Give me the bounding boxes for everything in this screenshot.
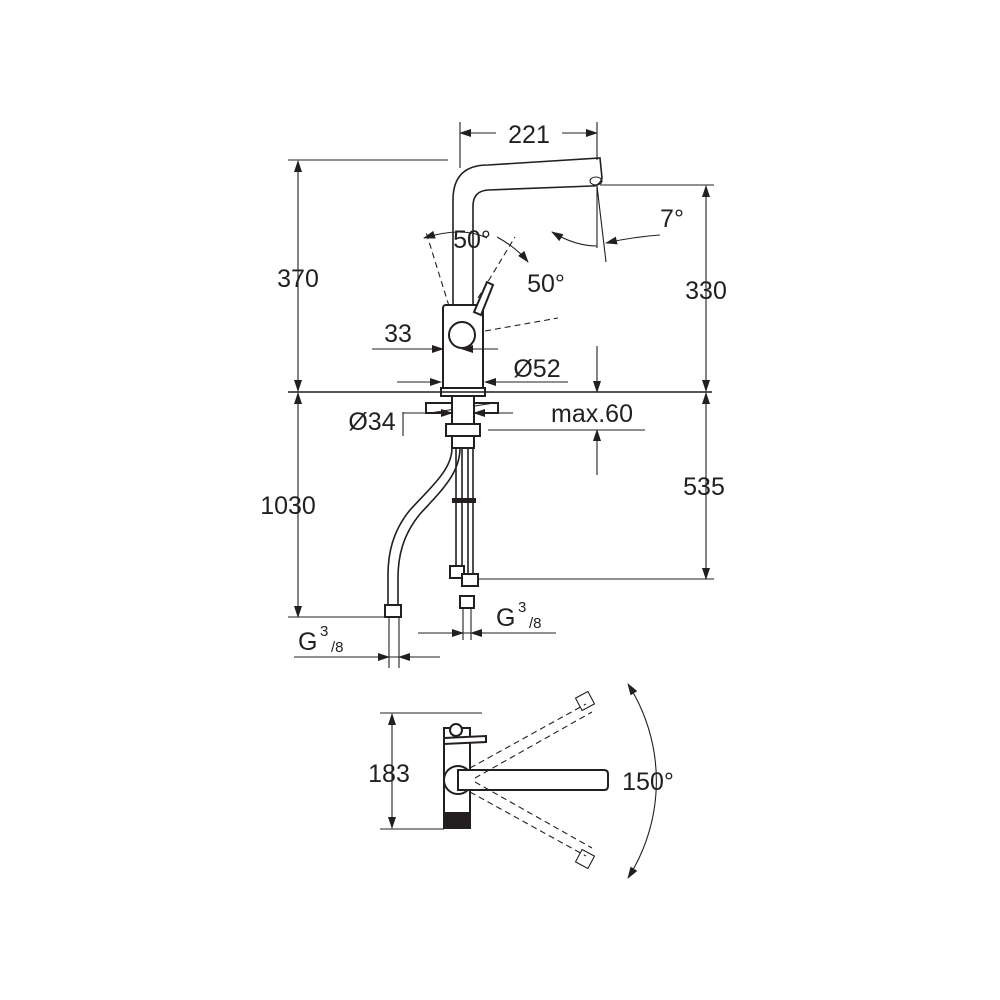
spray-line-angled xyxy=(596,185,607,263)
label-connection-right: G 3 /8 xyxy=(496,599,542,632)
lever-handle xyxy=(472,280,495,317)
svg-text:/8: /8 xyxy=(331,639,344,656)
shank-nut xyxy=(445,423,481,437)
spout-outlet xyxy=(589,176,603,186)
label-hose-length: 1030 xyxy=(260,492,316,520)
pipe-clamp xyxy=(452,498,476,503)
svg-text:3: 3 xyxy=(518,599,526,616)
svg-text:3: 3 xyxy=(320,623,328,640)
label-swivel-angle: 150° xyxy=(622,768,674,796)
label-connection-left: G 3 /8 xyxy=(298,623,344,656)
plan-spout-swing-down xyxy=(469,781,593,857)
label-spout-angle: 7° xyxy=(660,205,684,233)
label-outlet-height: 330 xyxy=(685,277,727,305)
swivel-arc xyxy=(627,683,657,879)
hose xyxy=(387,447,453,605)
lever-pivot xyxy=(448,321,476,349)
label-base-diameter: Ø52 xyxy=(513,355,560,383)
label-total-height: 370 xyxy=(277,265,319,293)
lever-swing-right xyxy=(477,236,516,299)
spout-outline xyxy=(452,157,603,305)
plan-lever xyxy=(443,734,487,746)
label-lever-angle-right: 50° xyxy=(527,270,565,298)
supply-fitting-bottom xyxy=(459,595,475,609)
shank xyxy=(451,395,475,425)
dimension-labels: 221 370 7° 50° 50° 330 33 Ø52 max.60 Ø34… xyxy=(260,121,727,796)
label-shank-diameter: Ø34 xyxy=(348,408,395,436)
svg-text:G: G xyxy=(298,628,317,656)
plan-base-hatch xyxy=(444,812,470,828)
hose-connector xyxy=(384,604,402,618)
label-connection-depth: 535 xyxy=(683,473,725,501)
supply-fitting-left xyxy=(449,565,465,579)
label-plan-depth: 183 xyxy=(368,760,410,788)
plan-view xyxy=(380,683,657,879)
label-lever-angle-left: 50° xyxy=(453,226,491,254)
svg-text:/8: /8 xyxy=(529,615,542,632)
plan-spout xyxy=(457,769,609,791)
label-max-thickness: max.60 xyxy=(551,400,633,428)
supply-fitting-right xyxy=(461,573,479,587)
plan-spout-swing-down-end xyxy=(574,848,596,870)
label-lever-offset: 33 xyxy=(384,320,412,348)
plan-spout-swing-up-end xyxy=(574,690,596,712)
shank-end xyxy=(451,435,475,449)
lever-swing-front xyxy=(484,317,559,332)
dimension-lines xyxy=(288,122,714,661)
label-spout-reach: 221 xyxy=(508,121,550,149)
svg-text:G: G xyxy=(496,604,515,632)
plan-lever-knob xyxy=(449,723,463,737)
hose-inner xyxy=(397,447,461,605)
lever-swing-left xyxy=(425,231,450,307)
plan-spout-swing-up xyxy=(469,703,593,779)
